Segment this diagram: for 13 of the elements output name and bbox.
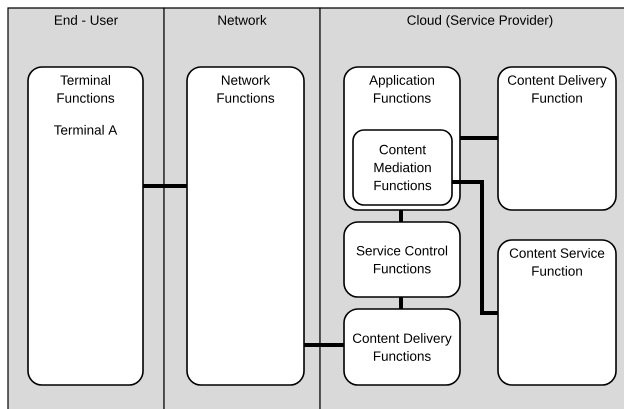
- function-box: Content Delivery Functions: [343, 308, 461, 386]
- connector-line: [452, 180, 498, 315]
- function-box: Network Functions: [186, 66, 305, 386]
- connector-line: [304, 343, 344, 347]
- connector-line: [143, 184, 187, 188]
- function-box: Content Mediation Functions: [352, 129, 453, 206]
- function-box: Service Control Functions: [343, 221, 461, 298]
- connector-line: [399, 297, 403, 309]
- connector-line: [399, 210, 403, 222]
- function-box: Content Service Function: [497, 239, 617, 386]
- function-box: Terminal Functions Terminal A: [27, 66, 144, 386]
- function-box: Content Delivery Function: [497, 66, 617, 211]
- connector-line: [460, 136, 498, 140]
